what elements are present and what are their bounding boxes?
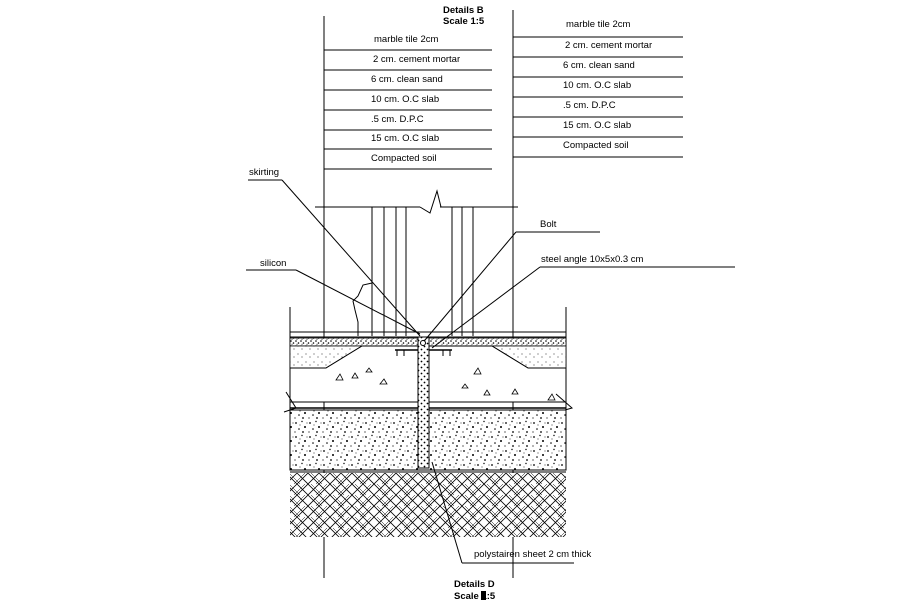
right-layer-label: marble tile 2cm <box>566 19 630 30</box>
right-layer-legend: marble tile 2cm 2 cm. cement mortar 6 cm… <box>513 19 683 158</box>
title-bottom-line1: Details D <box>454 579 495 590</box>
break-mark-left <box>283 391 297 413</box>
right-layer-label: 10 cm. O.C slab <box>563 80 631 91</box>
skirting-profile <box>352 282 373 336</box>
right-layer-label: .5 cm. D.P.C <box>563 100 616 111</box>
left-layer-label: Compacted soil <box>371 153 436 164</box>
left-layer-label: 10 cm. O.C slab <box>371 94 439 105</box>
polystyrene-label: polystairen sheet 2 cm thick <box>474 549 591 560</box>
callout-bolt: Bolt <box>424 219 600 341</box>
compacted-soil <box>290 473 566 537</box>
right-layer-label: 6 cm. clean sand <box>563 60 635 71</box>
title-top-line2: Scale 1:5 <box>443 16 485 27</box>
left-layer-label: .5 cm. D.P.C <box>371 114 424 125</box>
steel-angle-label: steel angle 10x5x0.3 cm <box>541 254 644 265</box>
callout-polystyrene: polystairen sheet 2 cm thick <box>431 461 591 564</box>
title-bottom-line2: Scale 1:5 <box>454 591 496 602</box>
title-top-line1: Details B <box>443 5 484 16</box>
bolt-label: Bolt <box>540 219 557 230</box>
callout-silicon: silicon <box>246 258 421 335</box>
skirting-label: skirting <box>249 167 279 178</box>
left-layer-label: 6 cm. clean sand <box>371 74 443 85</box>
silicon-label: silicon <box>260 258 286 269</box>
right-layer-label: Compacted soil <box>563 140 628 151</box>
wall-section <box>315 189 518 336</box>
left-layer-legend: marble tile 2cm 2 cm. cement mortar 6 cm… <box>324 34 492 170</box>
left-layer-label: marble tile 2cm <box>374 34 438 45</box>
left-layer-label: 2 cm. cement mortar <box>373 54 460 65</box>
anchor-marks <box>396 350 451 356</box>
expansion-joint <box>417 336 430 469</box>
left-layer-label: 15 cm. O.C slab <box>371 133 439 144</box>
callout-skirting: skirting <box>248 167 421 337</box>
callout-steel-angle: steel angle 10x5x0.3 cm <box>431 254 735 349</box>
right-layer-label: 15 cm. O.C slab <box>563 120 631 131</box>
bolt-head <box>420 340 426 346</box>
scale-marker <box>481 591 486 600</box>
right-layer-label: 2 cm. cement mortar <box>565 40 652 51</box>
aggregate-marks <box>335 367 556 401</box>
